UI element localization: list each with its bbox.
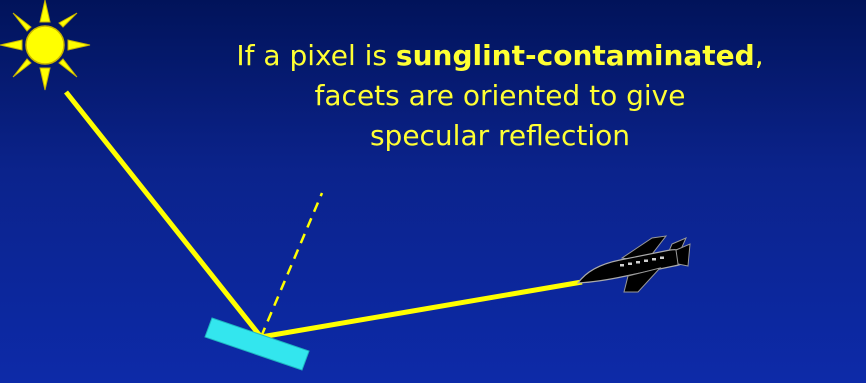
caption-line-1: If a pixel is sunglint-contaminated, (140, 36, 860, 76)
water-facet (204, 317, 310, 371)
sun-icon (0, 0, 91, 91)
caption-line-1-start: If a pixel is (236, 39, 396, 72)
caption-line-3: specular reflection (369, 119, 631, 152)
caption-line-1-end: , (754, 39, 764, 72)
caption-bold-term: sunglint-contaminated (395, 39, 755, 72)
caption-line-2: facets are oriented to give (314, 79, 686, 112)
caption: If a pixel is sunglint-contaminated, fac… (140, 36, 860, 156)
facet-normal-dashed (259, 192, 324, 338)
airplane-icon (576, 235, 691, 293)
incident-ray (64, 90, 263, 339)
reflected-ray (260, 279, 583, 340)
